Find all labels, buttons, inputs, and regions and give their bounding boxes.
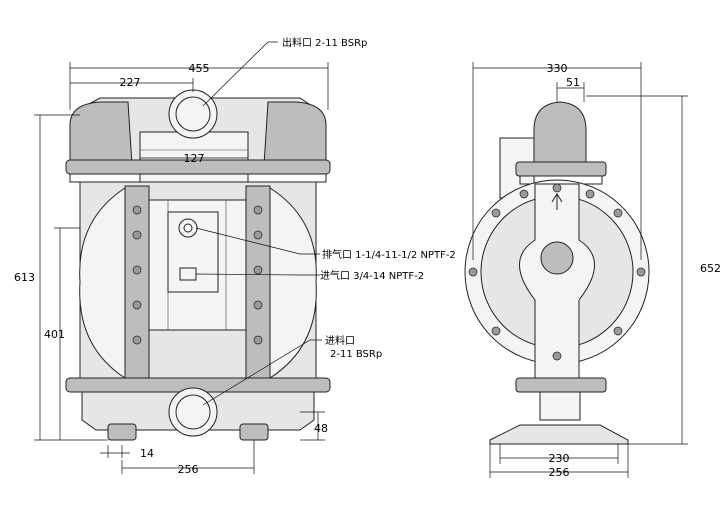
label-inlet-line1: 进料口: [325, 334, 355, 347]
side-base: [489, 424, 629, 445]
front-left-chamber: [79, 187, 126, 379]
dim-side-base-inner: 230: [549, 452, 570, 465]
dim-side-height: 652: [700, 262, 721, 275]
front-air-valve: [167, 211, 219, 293]
side-view: [464, 101, 650, 445]
side-center-hub: [540, 241, 574, 275]
side-top-cap: [533, 101, 587, 166]
dim-side-base-outer: 256: [549, 466, 570, 479]
side-bottom-flange: [515, 377, 607, 393]
label-exhaust: 排气口 1-1/4-11-1/2 NPTF-2: [322, 248, 456, 261]
dimension-lines: [34, 62, 688, 478]
front-bolts: [132, 205, 263, 345]
dim-side-width: 330: [547, 62, 568, 75]
front-right-foot: [239, 423, 269, 441]
front-left-top-cap: [69, 101, 133, 166]
dim-foot-width: 14: [140, 447, 154, 460]
side-bolts: [468, 183, 646, 361]
label-air-inlet: 进气口 3/4-14 NPTF-2: [320, 269, 424, 282]
dimension-values: 455 227 127 613 401 48 14 256 330 51 652…: [14, 62, 721, 479]
label-outlet: 出料口 2-11 BSRp: [282, 36, 367, 49]
label-inlet-line2: 2-11 BSRp: [330, 349, 382, 360]
dim-manifold-width: 127: [184, 152, 205, 165]
front-right-clamp: [245, 185, 271, 379]
front-right-top-cap: [263, 101, 327, 166]
dim-front-width: 455: [189, 62, 210, 75]
front-left-clamp: [124, 185, 150, 379]
front-view: [65, 89, 331, 441]
front-right-chamber: [269, 187, 317, 379]
dim-foot-height: 48: [314, 422, 328, 435]
callouts: 出料口 2-11 BSRp 排气口 1-1/4-11-1/2 NPTF-2 进气…: [195, 36, 456, 406]
dim-half-width: 227: [120, 76, 141, 89]
dim-inlet-height: 401: [44, 328, 65, 341]
side-flow-arrow-head: [551, 193, 563, 203]
dim-side-offset: 51: [566, 76, 580, 89]
side-top-flange: [515, 161, 607, 177]
side-stem: [539, 391, 581, 421]
front-left-foot: [107, 423, 137, 441]
dim-total-height: 613: [14, 271, 35, 284]
dim-base-width-front: 256: [178, 463, 199, 476]
